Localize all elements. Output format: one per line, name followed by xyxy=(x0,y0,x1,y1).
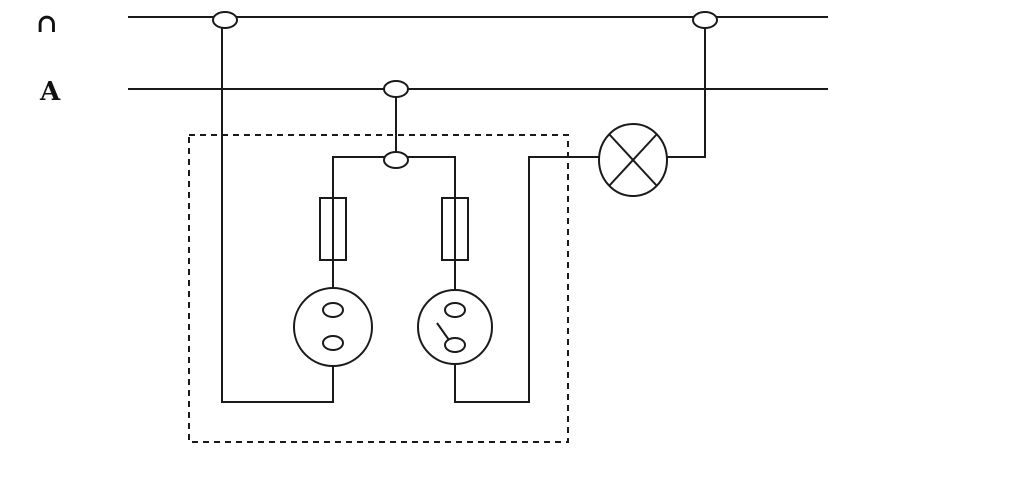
fuse-left xyxy=(319,197,347,261)
wire-lamp-to-top xyxy=(666,22,706,158)
node-top-right xyxy=(692,11,718,29)
lamp-icon xyxy=(598,123,668,197)
wire-right-switch-to-lamp xyxy=(454,156,600,403)
switch-left xyxy=(293,287,373,367)
line-1-label: ∩ xyxy=(36,9,58,39)
node-bottom-line xyxy=(383,80,409,98)
line-2-label: A xyxy=(39,77,61,107)
fuse-right xyxy=(441,197,469,261)
wire-top-to-left-switch xyxy=(221,20,334,403)
switch-right xyxy=(417,289,493,365)
enclosure-box xyxy=(188,134,569,443)
switch-lever xyxy=(436,322,450,341)
node-junction xyxy=(383,151,409,169)
node-top-left xyxy=(212,11,238,29)
